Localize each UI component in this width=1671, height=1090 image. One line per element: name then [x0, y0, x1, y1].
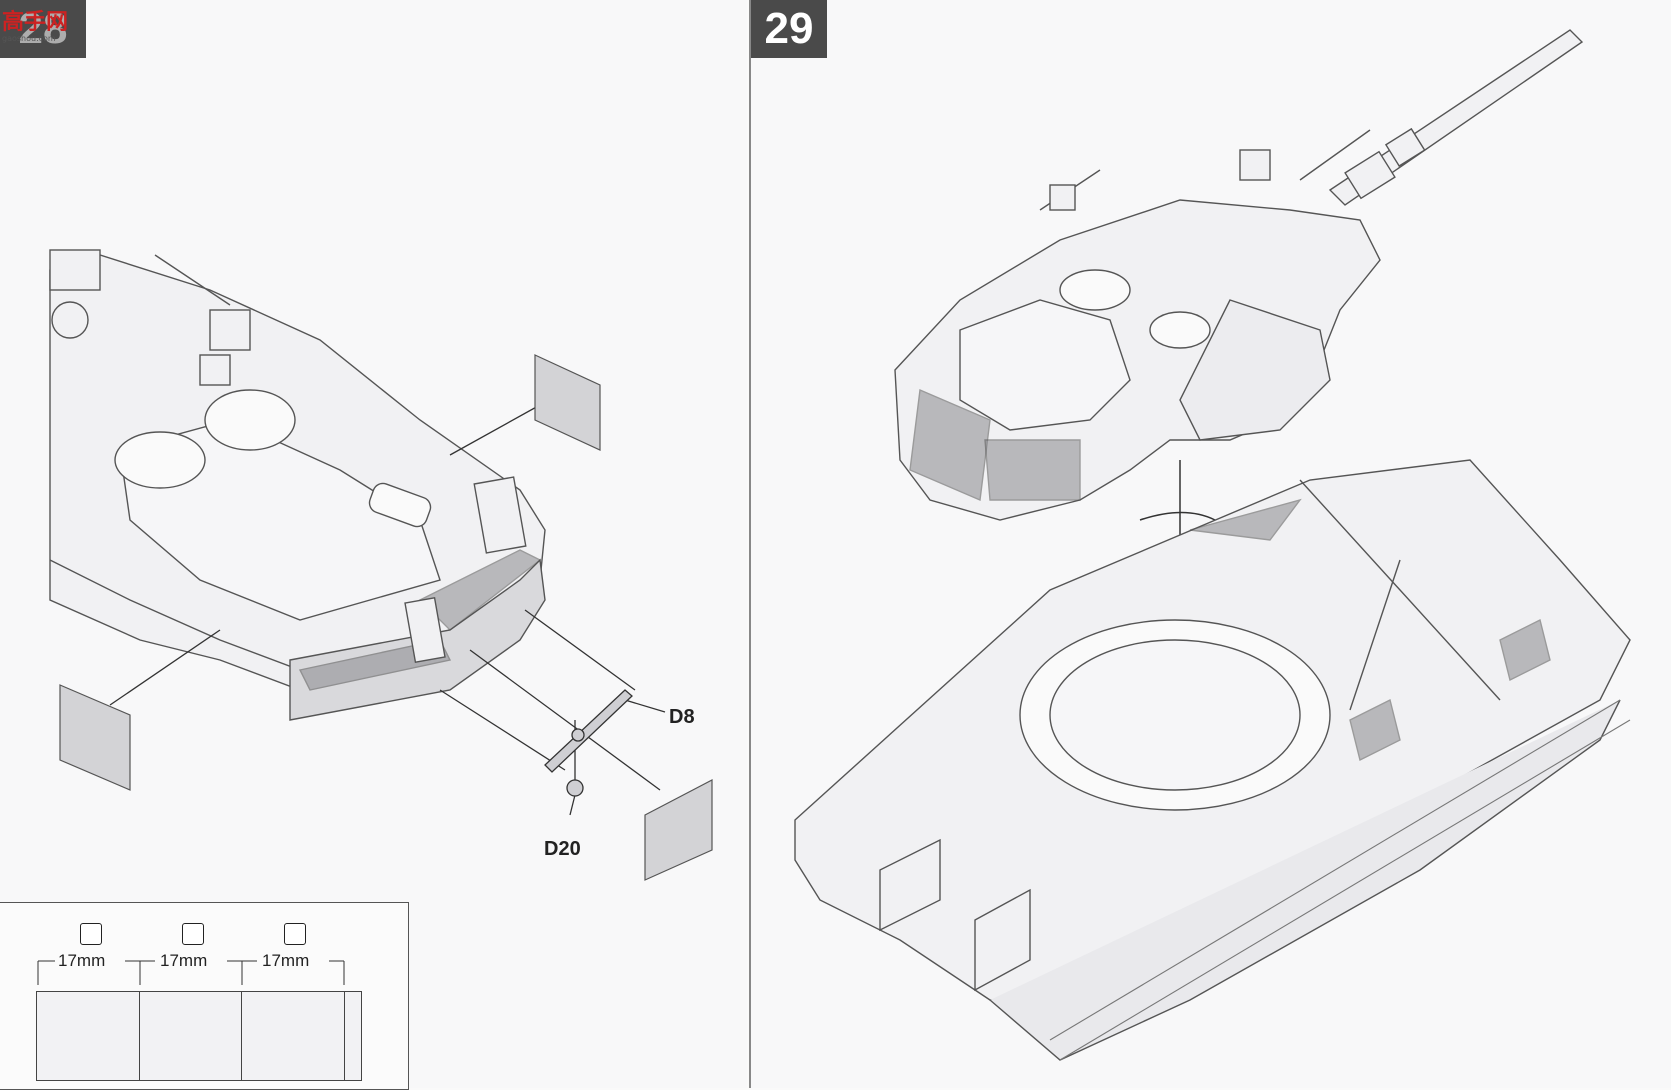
scissors-icon — [284, 923, 306, 945]
mask-strip-2 — [139, 991, 242, 1081]
step-number: 28 — [18, 4, 68, 53]
watermark-logo: 高手网 gaoshou.com — [2, 10, 69, 43]
label-d20: D20 — [544, 838, 581, 860]
mask-strip-remainder — [344, 991, 362, 1081]
mask-panel-left — [59, 684, 131, 791]
mask-panel-right — [644, 779, 713, 881]
mask-width-3: 17mm — [262, 951, 310, 970]
mask-strip-3 — [241, 991, 345, 1081]
dimension-lines — [37, 960, 345, 985]
step-29-badge: 29 — [751, 0, 827, 58]
mask-strip-1 — [36, 991, 140, 1081]
scissors-icon — [182, 923, 204, 945]
part-d8-shape — [544, 689, 633, 773]
mask-panel-upper — [534, 354, 601, 451]
mask-width-2: 17mm — [160, 951, 208, 970]
step-28-badge: 28 — [0, 0, 86, 58]
turret-rear-diagram — [49, 249, 713, 881]
part-d20-shape — [566, 779, 584, 797]
rotation-arrow-icon — [1139, 511, 1216, 521]
scissors-icon — [80, 923, 102, 945]
label-d8: D8 — [669, 706, 695, 728]
masking-template-panel: 17mm 17mm 17mm — [0, 902, 409, 1090]
mask-width-1: 17mm — [58, 951, 106, 970]
main-gun-barrel — [1328, 29, 1584, 206]
step-number: 29 — [764, 4, 814, 53]
